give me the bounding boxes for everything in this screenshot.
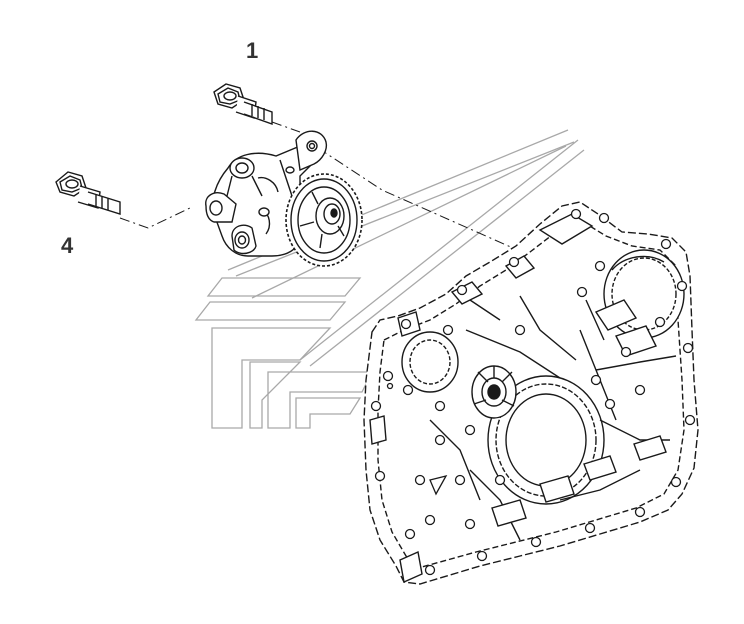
- gear-housing-cover: [363, 201, 699, 585]
- cover-bolt-holes: [370, 208, 696, 576]
- callout-label-4: 4: [61, 233, 74, 258]
- bolt-4: [55, 171, 121, 215]
- cover-logo-mark: [429, 475, 448, 496]
- oil-pump-assembly: [205, 130, 363, 267]
- callout-label-1: 1: [246, 38, 259, 63]
- assembly-centerlines: [119, 121, 523, 253]
- bolt-1: [213, 83, 273, 125]
- left-bore: [401, 331, 459, 393]
- pump-drive-gear: [285, 173, 363, 267]
- center-hub: [471, 365, 517, 419]
- central-bore: [487, 375, 605, 505]
